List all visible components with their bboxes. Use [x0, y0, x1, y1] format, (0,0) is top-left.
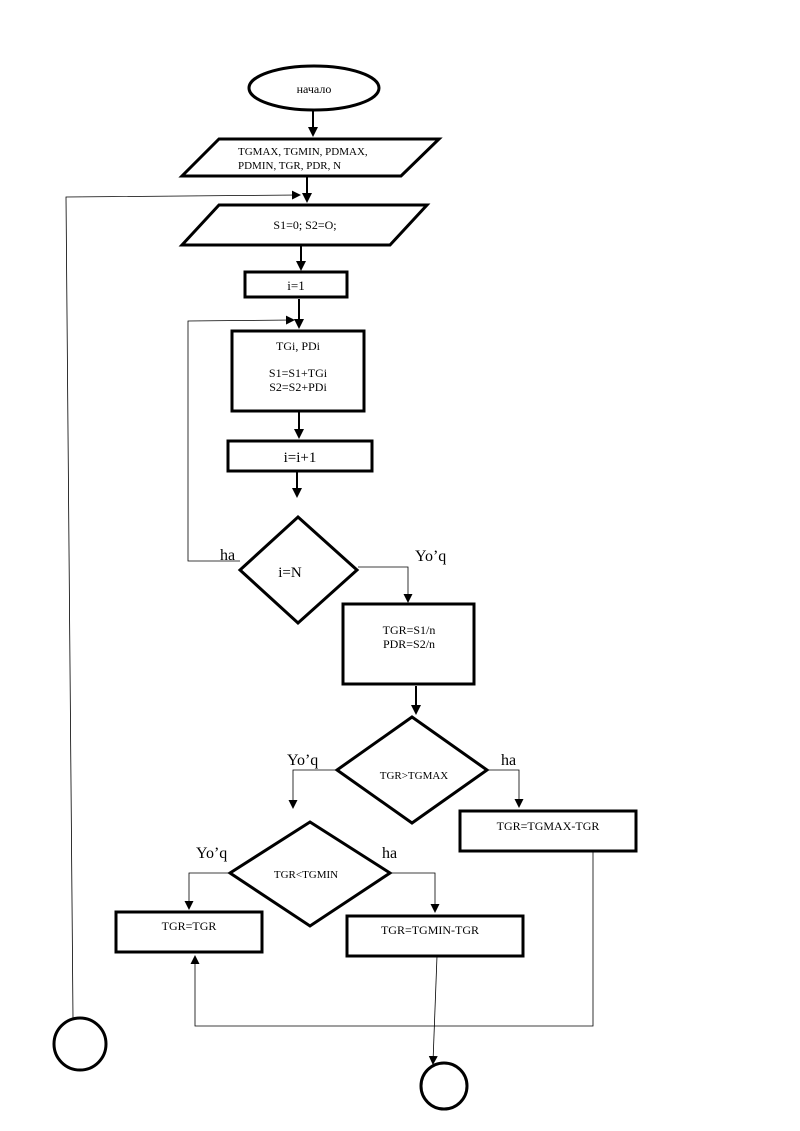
cond-min-no-label: Yo’q	[196, 845, 227, 862]
increment-label: i=i+1	[284, 450, 317, 466]
cond-max-label: TGR>TGMAX	[380, 770, 449, 782]
increment-node: i=i+1	[226, 439, 374, 473]
merge-line	[190, 852, 594, 1027]
end-circle	[419, 1061, 469, 1111]
input-params-line2: PDMIN, TGR, PDR, N	[238, 160, 341, 172]
assign-tgr-node: TGR=TGR	[114, 910, 264, 954]
cond-loop-yes-label: ha	[220, 547, 235, 564]
init-i-label: i=1	[287, 278, 304, 293]
assign-min-label: TGR=TGMIN-TGR	[381, 923, 479, 937]
init-sums-node: S1=0; S2=O;	[178, 203, 431, 247]
loop-body-line2: S1=S1+TGi	[269, 366, 328, 380]
thin-connectors	[65, 190, 594, 1065]
assign-min-node: TGR=TGMIN-TGR	[345, 914, 525, 958]
cond-min-no-line	[184, 872, 230, 910]
assign-max-node: TGR=TGMAX-TGR	[458, 809, 638, 853]
cond-loop-label: i=N	[278, 565, 302, 581]
cond-max-yes-label: ha	[501, 752, 516, 769]
cond-loop-no-label: Yo’q	[415, 548, 446, 565]
cond-min-label: TGR<TGMIN	[274, 869, 338, 881]
connector-circle-left	[52, 1016, 108, 1072]
average-line1: TGR=S1/n	[383, 623, 436, 637]
outer-loop-line	[65, 190, 301, 1019]
inner-loop-line	[187, 315, 295, 562]
thick-arrows	[292, 111, 421, 715]
assign-tgr-label: TGR=TGR	[162, 919, 217, 933]
average-node: TGR=S1/n PDR=S2/n	[341, 602, 476, 686]
to-end-line	[428, 955, 438, 1065]
cond-max-no-label: Yo’q	[287, 752, 318, 769]
init-sums-label: S1=0; S2=O;	[273, 218, 336, 232]
cond-max-no-line	[288, 769, 337, 809]
cond-min-yes-label: ha	[382, 845, 397, 862]
start-node: начало	[247, 64, 381, 112]
start-label: начало	[297, 82, 332, 96]
average-line2: PDR=S2/n	[383, 637, 435, 651]
loop-body-node: TGi, PDi S1=S1+TGi S2=S2+PDi	[230, 329, 366, 413]
cond-min-node: TGR<TGMIN	[227, 820, 393, 928]
cond-max-yes-line	[487, 769, 524, 808]
cond-min-yes-line	[390, 872, 440, 913]
loop-body-line3: S2=S2+PDi	[269, 380, 327, 394]
cond-max-node: TGR>TGMAX	[334, 715, 490, 825]
init-i-node: i=1	[243, 270, 349, 299]
loop-body-line1: TGi, PDi	[276, 339, 321, 353]
assign-max-label: TGR=TGMAX-TGR	[497, 819, 600, 833]
input-params-line1: TGMAX, TGMIN, PDMAX,	[238, 146, 368, 158]
cond-loop-node: i=N	[237, 514, 360, 626]
input-params-node: TGMAX, TGMIN, PDMAX, PDMIN, TGR, PDR, N	[178, 137, 443, 178]
cond-loop-no-line	[358, 566, 413, 603]
